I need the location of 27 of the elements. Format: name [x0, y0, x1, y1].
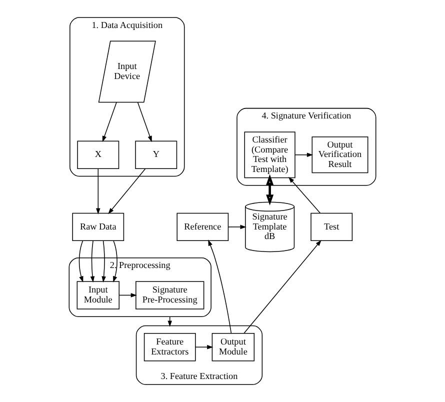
arrow	[195, 344, 214, 350]
node-box: Feature Extractors	[144, 332, 196, 362]
arrow	[108, 168, 146, 214]
node-box: Y	[135, 140, 178, 169]
node-box: Reference	[176, 212, 229, 242]
arrow	[102, 240, 106, 282]
arrow	[137, 102, 152, 142]
arrow	[113, 240, 118, 282]
node-box: Raw Data	[72, 212, 124, 242]
node-box: Signature Pre-Processing	[136, 281, 204, 310]
arrow	[96, 168, 100, 214]
arrow	[294, 152, 314, 157]
arrow	[228, 224, 246, 230]
node-box: Classifier (Compare Test with Template)	[244, 132, 296, 178]
node-box: X	[77, 140, 120, 169]
arrow	[244, 240, 322, 334]
arrow	[78, 240, 84, 282]
arrow	[288, 176, 321, 214]
node-box: Output Verification Result	[312, 136, 368, 174]
arrow	[266, 174, 274, 206]
arrow	[102, 102, 117, 142]
node-box: Output Module	[212, 332, 255, 362]
node-box: Input Module	[76, 281, 120, 310]
arrow	[208, 240, 232, 334]
arrow	[90, 240, 95, 282]
node-box: Test	[310, 212, 353, 242]
arrow	[118, 293, 137, 298]
